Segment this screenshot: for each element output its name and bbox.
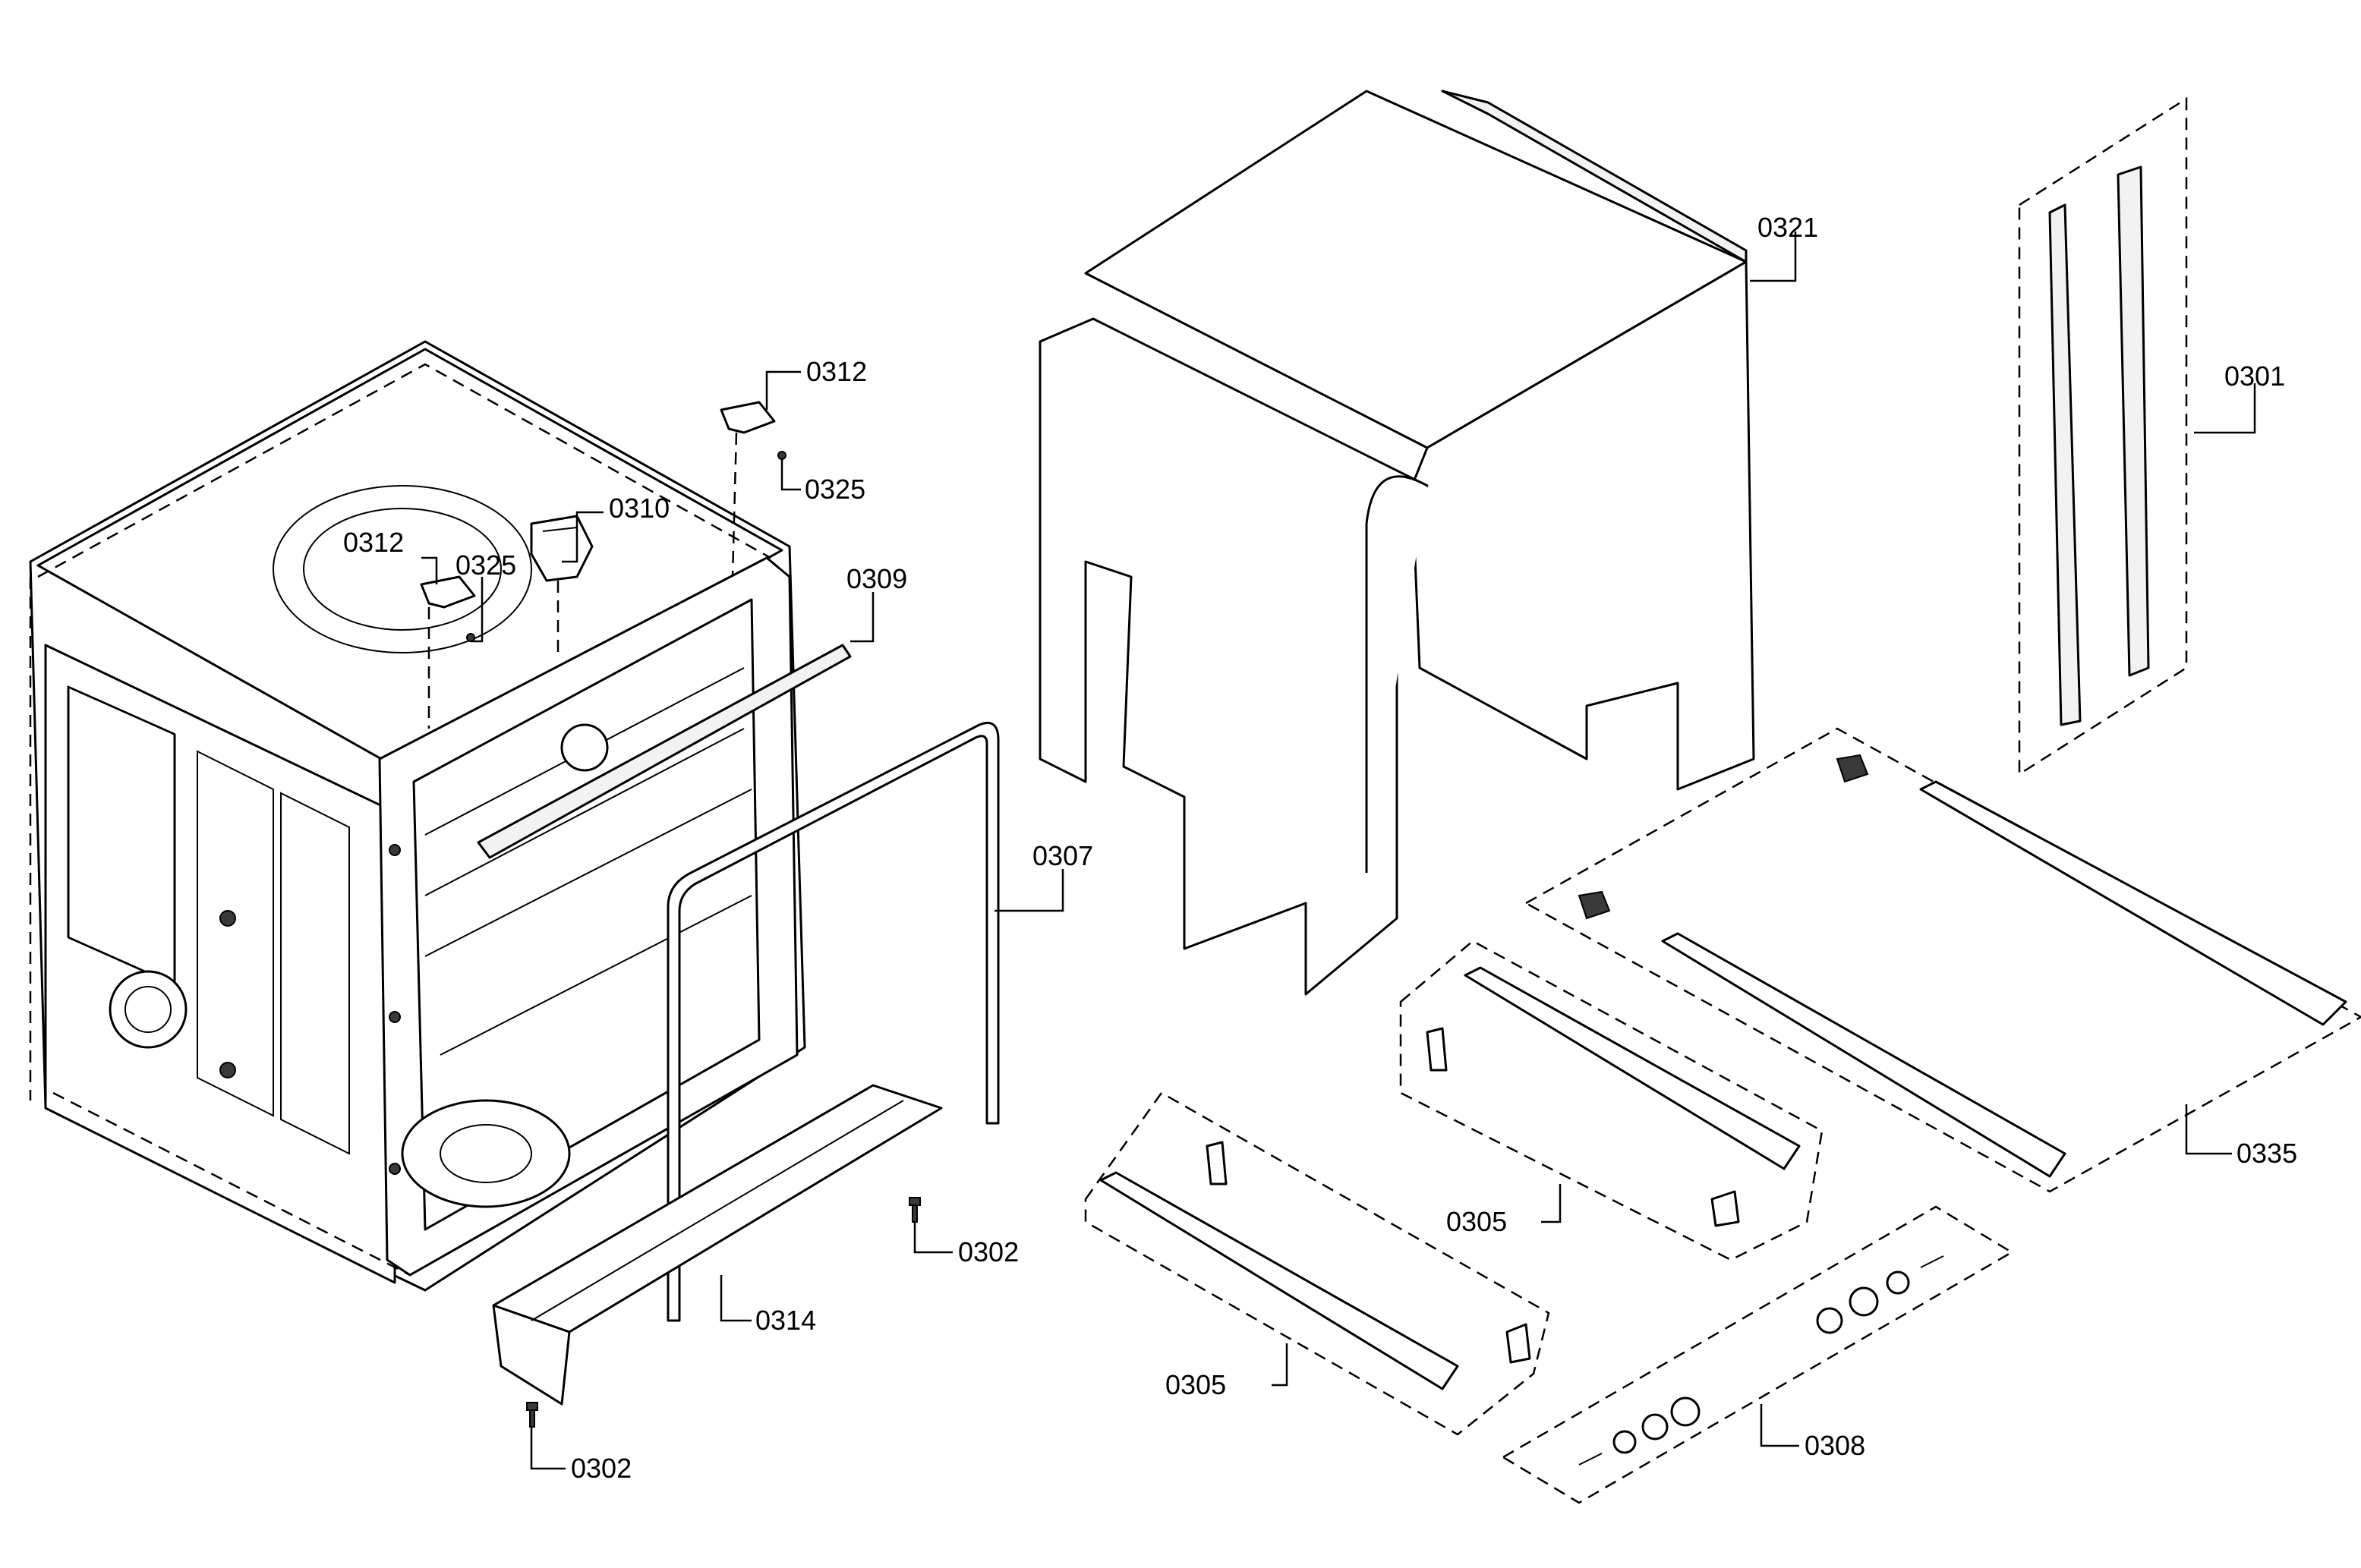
callout-0335: 0335 — [2236, 1138, 2297, 1169]
insulation-blanket-0321 — [1039, 90, 1755, 996]
hinge-bracket-0312-lower — [420, 575, 476, 642]
callout-0309: 0309 — [846, 563, 907, 594]
callout-0305-upper: 0305 — [1446, 1206, 1507, 1237]
callout-0314: 0314 — [755, 1305, 816, 1336]
leader-lines — [421, 231, 2256, 1470]
screw-0302-left — [526, 1402, 538, 1428]
callout-0307: 0307 — [1032, 840, 1093, 871]
rail-assembly-0305-lower — [1084, 1091, 1550, 1436]
dishwasher-tub — [29, 340, 806, 1292]
side-trim-set-0301 — [2018, 96, 2188, 776]
door-gasket-0307 — [667, 722, 1000, 1322]
callout-0301: 0301 — [2224, 361, 2285, 392]
hinge-bracket-0312-upper — [720, 401, 786, 460]
callout-0310: 0310 — [609, 493, 670, 524]
callout-0302-right: 0302 — [958, 1236, 1019, 1267]
callout-0312-upper: 0312 — [806, 356, 867, 387]
callout-0305-lower: 0305 — [1165, 1369, 1226, 1400]
callout-0325-upper: 0325 — [805, 474, 865, 505]
callout-0321: 0321 — [1757, 212, 1818, 243]
leveling-hardware-0308 — [1501, 1205, 2014, 1504]
trim-strip-0309 — [477, 644, 852, 859]
callout-0325-lower: 0325 — [455, 549, 516, 581]
screw-0302-right — [909, 1197, 921, 1223]
rail-assembly-0305-upper — [1399, 940, 1824, 1261]
callout-0308: 0308 — [1805, 1430, 1865, 1461]
callout-0302-left: 0302 — [571, 1453, 632, 1484]
callout-0312-lower: 0312 — [343, 527, 404, 558]
toe-kick-plate-0314 — [492, 1084, 943, 1406]
rail-assembly-0335 — [1524, 727, 2361, 1193]
callout-labels: 0312 0325 0310 0312 0325 0309 0307 0302 … — [343, 212, 2297, 1484]
